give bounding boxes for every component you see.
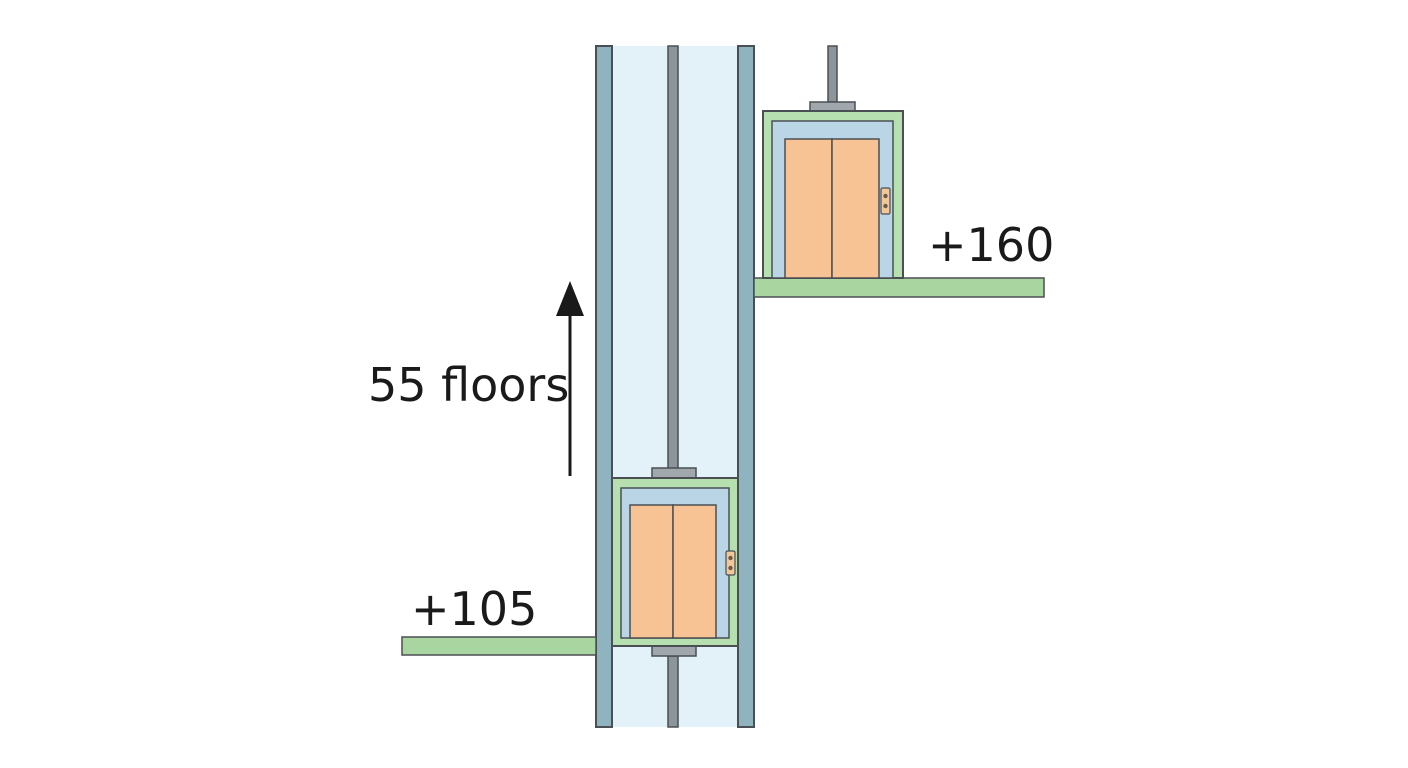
elevator-car-lower — [611, 467, 739, 657]
lower-level-label: +105 — [411, 582, 537, 636]
cable-upper-car — [827, 45, 838, 103]
cable-lower — [667, 655, 679, 728]
elevator-car-upper — [762, 45, 904, 279]
upper-level-label: +160 — [928, 218, 1054, 272]
shaft-left-wall — [595, 45, 613, 728]
shaft-right-wall — [737, 45, 755, 728]
car-door-left — [629, 504, 674, 639]
travel-label: 55 floors — [368, 358, 569, 412]
car-bottom-cap — [651, 645, 697, 657]
arrow-up-icon — [556, 281, 584, 476]
car-door-right — [672, 504, 717, 639]
car-door-left — [784, 138, 833, 279]
cable-upper — [667, 45, 679, 471]
call-button-icon — [880, 187, 891, 215]
floor-slab-upper — [753, 277, 1045, 298]
car-top-cap — [809, 101, 856, 112]
floor-slab-lower — [401, 636, 597, 656]
call-button-icon — [725, 550, 736, 576]
car-top-cap — [651, 467, 697, 479]
car-door-right — [831, 138, 880, 279]
